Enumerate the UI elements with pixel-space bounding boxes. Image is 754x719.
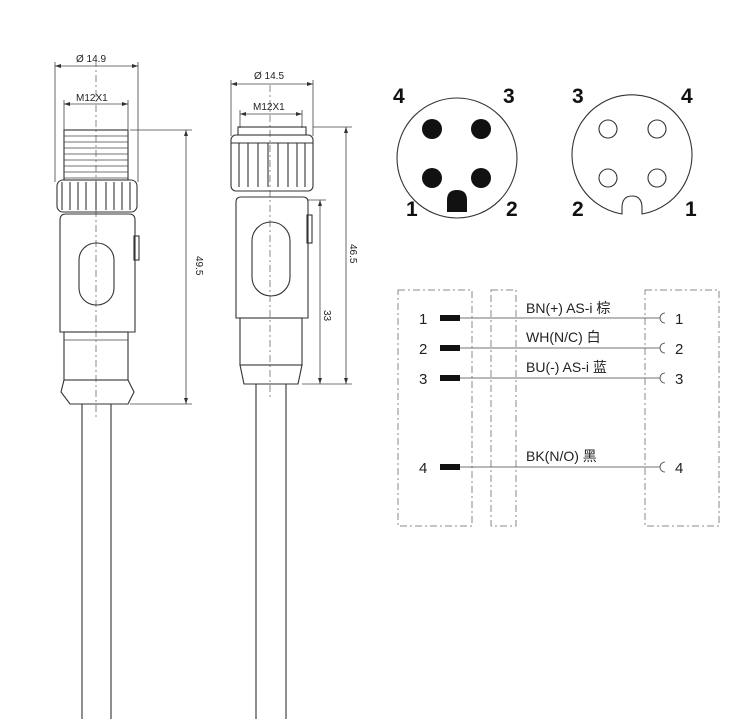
male-pin-3 <box>471 119 491 139</box>
male-length-label: 49.5 <box>193 256 204 276</box>
wire-left-num-1: 1 <box>419 311 427 328</box>
male-coding-key <box>447 190 467 212</box>
female-body-length-label: 33 <box>321 310 332 322</box>
wire-label-4: BK(N/O) 黑 <box>526 448 597 464</box>
male-connector-drawing <box>56 60 140 719</box>
wire-label-2: WH(N/C) 白 <box>526 329 601 345</box>
wire-left-num-2: 2 <box>419 341 427 358</box>
female-thread-label: M12X1 <box>253 102 285 113</box>
male-pin-1 <box>422 168 442 188</box>
wire-right-num-2: 2 <box>675 341 683 358</box>
wiring-frames <box>397 289 720 527</box>
wire-row-2 <box>440 342 666 354</box>
male-pin-4 <box>422 119 442 139</box>
female-length-label: 46.5 <box>347 244 358 264</box>
male-pin-label-3: 3 <box>503 85 515 108</box>
wire-row-1 <box>440 312 666 324</box>
female-pin-label-1: 1 <box>685 198 697 221</box>
wire-right-num-4: 4 <box>675 460 683 477</box>
wire-row-3 <box>440 372 666 384</box>
wire-left-num-4: 4 <box>419 460 427 477</box>
wire-label-1: BN(+) AS-i 棕 <box>526 300 610 316</box>
female-pin-label-2: 2 <box>572 198 584 221</box>
female-pin-label-3: 3 <box>572 85 584 108</box>
female-dimensions <box>230 80 352 385</box>
wire-right-num-3: 3 <box>675 371 683 388</box>
male-pinout-face <box>396 97 518 219</box>
male-pin-label-1: 1 <box>406 198 418 221</box>
male-thread-label: M12X1 <box>76 93 108 104</box>
male-dimensions <box>54 62 192 405</box>
female-diameter-label: Ø 14.5 <box>254 71 284 82</box>
male-pin-label-4: 4 <box>393 85 405 108</box>
male-pin-label-2: 2 <box>506 198 518 221</box>
female-pin-label-4: 4 <box>681 85 693 108</box>
female-connector-drawing <box>230 85 314 719</box>
female-socket-1 <box>647 168 667 188</box>
wire-right-num-1: 1 <box>675 311 683 328</box>
wire-label-3: BU(-) AS-i 蓝 <box>526 359 607 375</box>
male-diameter-label: Ø 14.9 <box>76 54 106 65</box>
female-pinout-face <box>571 94 693 215</box>
female-socket-3 <box>598 119 618 139</box>
male-pin-2 <box>471 168 491 188</box>
wire-row-4 <box>440 461 666 473</box>
female-socket-2 <box>598 168 618 188</box>
female-socket-4 <box>647 119 667 139</box>
wire-left-num-3: 3 <box>419 371 427 388</box>
